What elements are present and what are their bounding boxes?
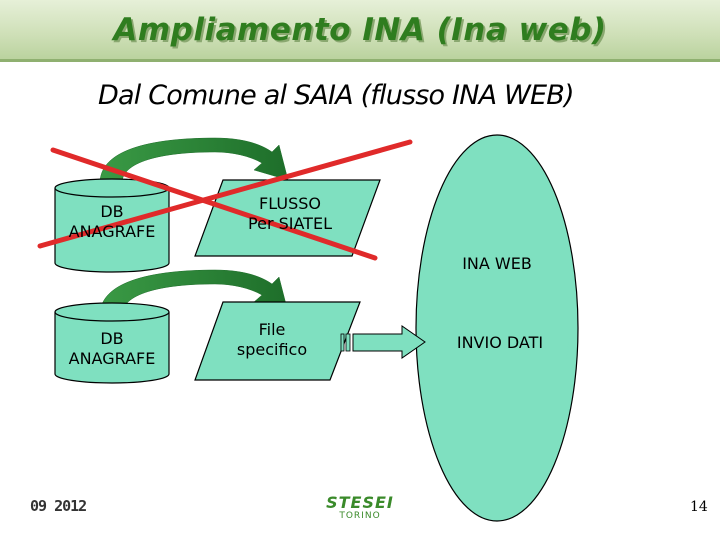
slide-subtitle: Dal Comune al SAIA (flusso INA WEB) [98,80,574,111]
invio-dati-box [424,325,573,361]
old-flow-curved-arrow [99,137,289,184]
send-block-arrow [340,325,426,359]
old-file-parallelogram [194,179,381,257]
new-file-label: File specifico [236,320,308,359]
new-db-label: DB ANAGRAFE [68,329,156,368]
slide-title: Ampliamento INA (Ina web) [113,12,607,48]
logo-subtext: TORINO [339,511,381,521]
footer-logo: STESEI TORINO [326,493,394,522]
ina-web-label: INA WEB [462,254,532,273]
new-db-cylinder [54,302,170,384]
header-band [0,0,720,62]
invio-dati-label: INVIO DATI [456,333,544,352]
old-db-label: DB ANAGRAFE [68,202,156,241]
new-flow-group [54,269,573,384]
footer-date: 09 2012 [30,497,87,515]
new-flow-curved-arrow [99,269,289,316]
old-db-cylinder [54,178,170,273]
logo-text: STESEI [326,493,394,512]
new-file-parallelogram [194,301,361,381]
old-file-label: FLUSSO Per SIATEL [248,194,332,233]
red-cross [37,139,413,261]
page-number: 14 [690,499,708,515]
old-flow-group [54,137,381,273]
